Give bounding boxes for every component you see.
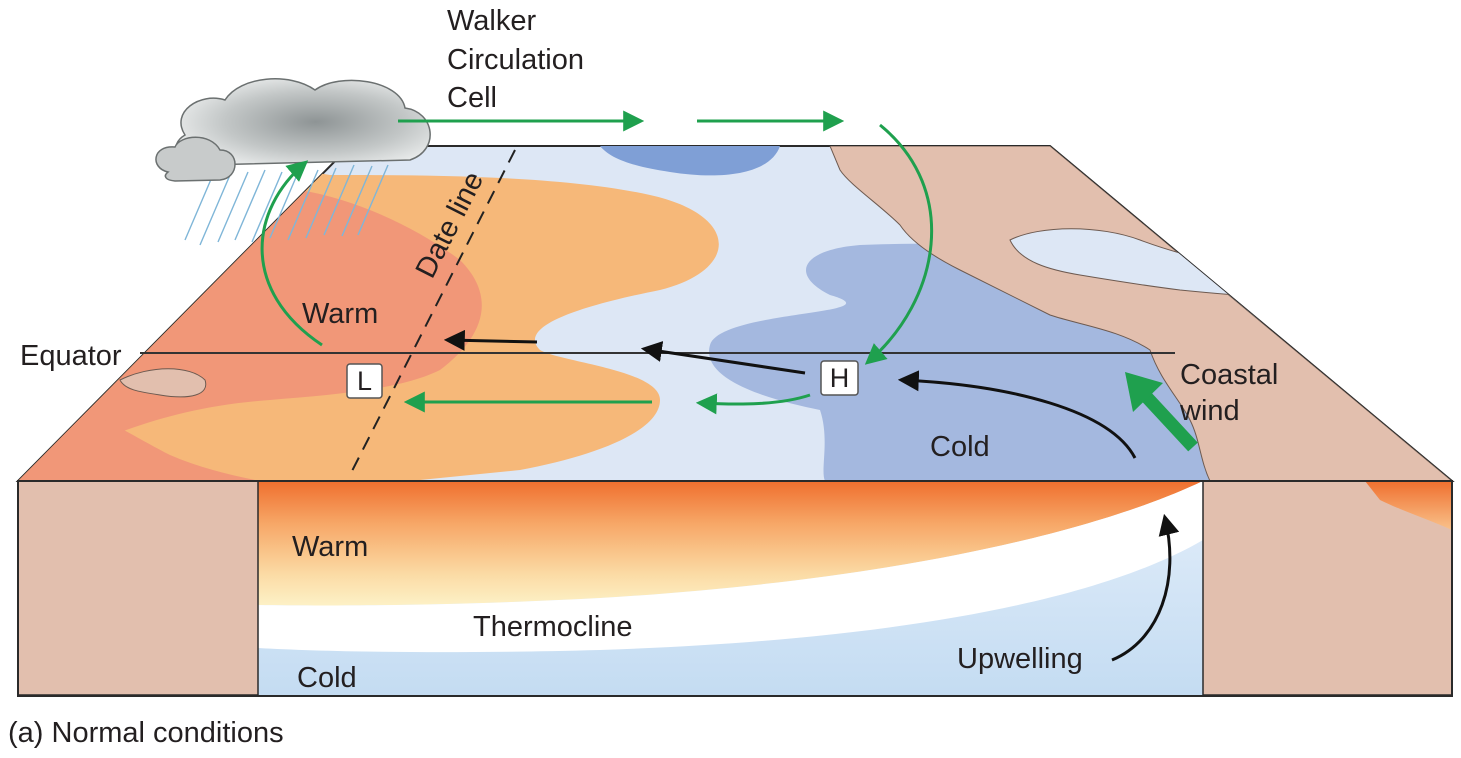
- warm-subsurface-label: Warm: [292, 531, 368, 563]
- warm-core-region: [18, 190, 482, 460]
- coastal-wind-label-line1: Coastal: [1180, 359, 1278, 391]
- low-pressure-marker: L: [346, 363, 383, 399]
- ocean-surface: [15, 145, 1455, 482]
- warm-subsurface-layer: [258, 481, 1203, 606]
- ocean-cross-section: [17, 480, 1453, 697]
- coastal-wind-arrow: [1125, 372, 1198, 452]
- ascending-arrow: [260, 160, 323, 347]
- equator-label: Equator: [20, 340, 122, 372]
- atlantic-warm-edge: [1365, 481, 1452, 530]
- upwelling-label: Upwelling: [957, 643, 1083, 675]
- cold-north-region: [600, 146, 780, 176]
- figure-caption: (a) Normal conditions: [8, 717, 284, 749]
- americas-land: [829, 146, 1452, 481]
- cold-subsurface-label: Cold: [297, 662, 357, 694]
- cold-surface-label: Cold: [930, 431, 990, 463]
- walker-label-line3: Cell: [447, 82, 497, 114]
- descending-arrow: [864, 123, 934, 365]
- thermocline-band: [258, 481, 1203, 653]
- indonesia-land: [119, 368, 207, 398]
- svg-text:H: H: [830, 363, 850, 393]
- thermocline-label: Thermocline: [473, 611, 633, 643]
- surface-green-arrow-east: [695, 393, 811, 415]
- high-pressure-marker: H: [820, 360, 859, 396]
- trade-wind-arrow-east: [640, 341, 806, 375]
- svg-text:L: L: [357, 366, 372, 396]
- west-land-wall: [17, 480, 259, 696]
- australia-land: [18, 405, 260, 481]
- coastal-wind-label-line2: wind: [1179, 395, 1240, 427]
- warm-surface-label: Warm: [302, 298, 378, 330]
- walker-label-line2: Circulation: [447, 44, 584, 76]
- coastal-current-arrow: [897, 370, 1137, 459]
- upwelling-arrow: [1111, 513, 1180, 662]
- trade-wind-arrow-west: [443, 329, 538, 351]
- walker-label-line1: Walker: [447, 5, 536, 37]
- date-line: [349, 149, 516, 476]
- walker-circulation-arrows: [260, 110, 1180, 662]
